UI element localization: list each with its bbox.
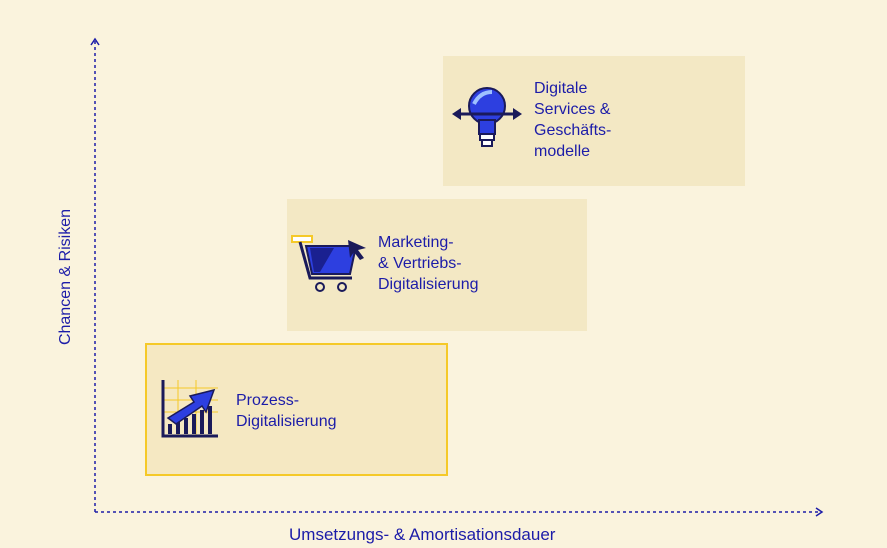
label-line: Marketing- [378, 234, 454, 251]
box-digital-services-label: Digitale Services & Geschäfts- modelle [534, 78, 611, 162]
y-axis-arrow [90, 37, 100, 46]
label-line: & Vertriebs- [378, 255, 462, 272]
label-line: Services & [534, 101, 611, 118]
y-axis-label: Chancen & Risiken [57, 208, 74, 346]
label-line: modelle [534, 143, 591, 160]
label-line: Digitale [534, 80, 588, 97]
growth-chart-icon [161, 380, 218, 438]
label-line: Digitalisierung [236, 413, 337, 430]
label-line: Digitalisierung [378, 276, 479, 293]
label-line: Prozess- [236, 392, 300, 409]
shopping-cart-icon [291, 235, 366, 292]
lightbulb-icon [452, 87, 522, 147]
label-line: Geschäfts- [534, 122, 612, 139]
x-axis-label: Umsetzungs- & Amortisationsdauer [289, 525, 556, 544]
x-axis-arrow [815, 507, 824, 517]
box-marketing-label: Marketing- & Vertriebs- Digitalisierung [378, 232, 479, 295]
box-prozess-label: Prozess- Digitalisierung [236, 390, 337, 432]
